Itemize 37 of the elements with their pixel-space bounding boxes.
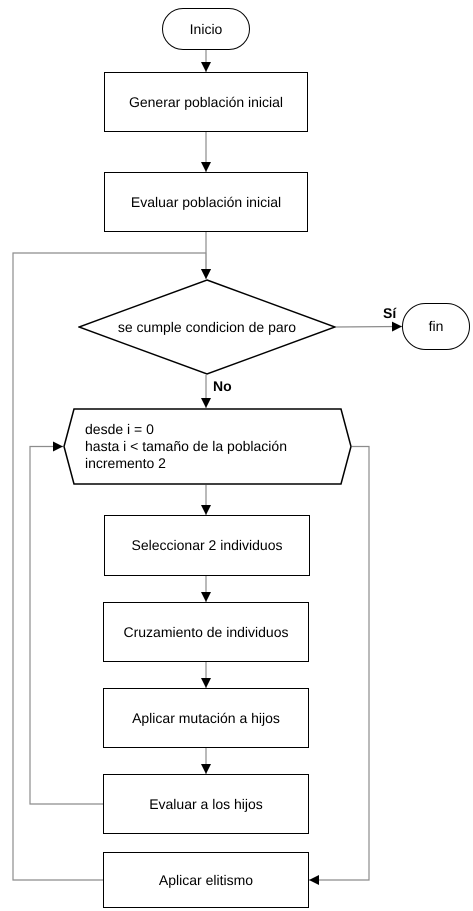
node-text: Inicio — [190, 20, 222, 38]
process-box — [103, 688, 309, 748]
process-box — [104, 72, 308, 132]
arrow — [309, 446, 370, 885]
node-text: incremento 2 — [85, 455, 166, 472]
node-text: fin — [428, 318, 444, 335]
process-box — [104, 172, 308, 232]
edge-label: Sí — [382, 304, 398, 320]
start-terminal — [162, 8, 250, 50]
arrow — [201, 662, 211, 688]
decision-diamond — [78, 279, 336, 375]
node-text: Evaluar a los hijos — [149, 796, 263, 812]
process-box — [103, 852, 309, 908]
node-text: hasta i < tamaño de la población — [85, 438, 287, 455]
node-text: desde i = 0 — [85, 421, 154, 438]
arrow — [201, 576, 211, 602]
node-text: se cumple condicion de paro — [118, 318, 296, 336]
node-text: Aplicar elitismo — [158, 872, 254, 888]
arrow — [201, 50, 211, 72]
end-terminal — [402, 303, 470, 350]
loop-hexagon — [63, 408, 352, 485]
node-text: Evaluar población inicial — [130, 194, 282, 210]
node-text: Generar población inicial — [128, 94, 284, 110]
arrow — [201, 485, 211, 515]
process-box — [103, 774, 309, 834]
process-box — [104, 515, 310, 576]
edge-label: No — [212, 378, 233, 394]
node-text: Aplicar mutación a hijos — [132, 710, 280, 726]
arrow — [201, 375, 211, 408]
arrow — [201, 748, 211, 774]
process-box — [103, 602, 309, 662]
node-text: Cruzamiento de individuos — [124, 624, 288, 640]
arrow — [336, 322, 402, 332]
arrow — [12, 252, 211, 881]
node-text: Seleccionar 2 individuos — [132, 537, 282, 554]
arrow — [29, 442, 103, 805]
arrow — [201, 132, 211, 172]
